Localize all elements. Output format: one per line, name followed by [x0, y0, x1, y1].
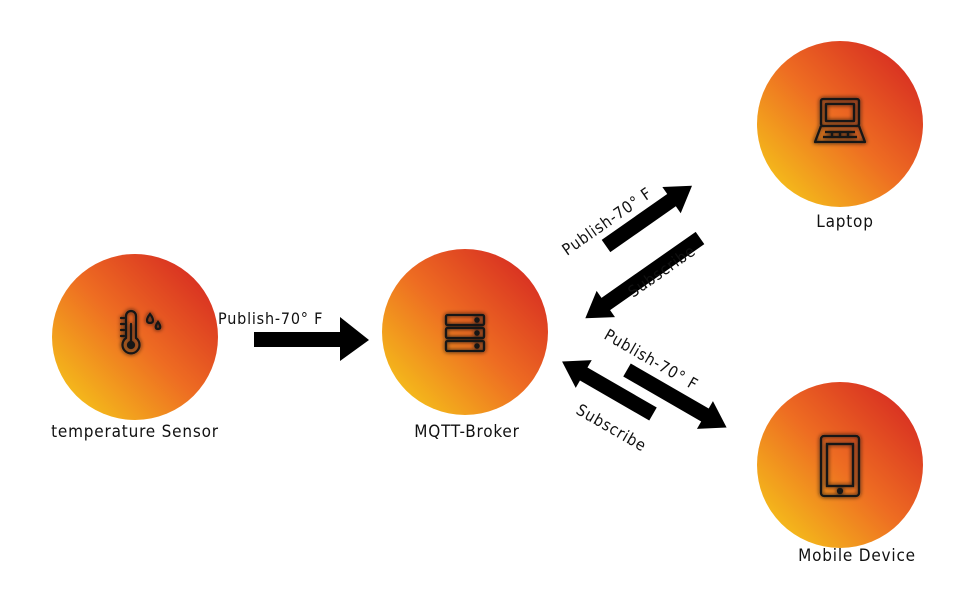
edge-laptop-to-broker: Subscribe	[585, 231, 705, 319]
laptop-node: Laptop	[757, 41, 923, 232]
broker-circle	[382, 249, 548, 415]
edge-label-sensor-to-broker: Publish-70° F	[218, 309, 323, 328]
server-icon	[444, 313, 486, 353]
edge-sensor-to-broker: Publish-70° F	[218, 309, 369, 361]
arrow-laptop-to-broker	[585, 231, 705, 319]
edge-label-laptop-to-broker: Subscribe	[624, 241, 699, 301]
mobile-circle	[757, 382, 923, 548]
thermometer-icon	[119, 309, 162, 355]
laptop-icon	[813, 97, 867, 144]
mobile-label: Mobile Device	[798, 546, 916, 566]
broker-label: MQTT-Broker	[414, 422, 519, 442]
laptop-label: Laptop	[816, 212, 873, 232]
laptop-circle	[757, 41, 923, 207]
sensor-label: temperature Sensor	[51, 422, 219, 442]
arrow-sensor-to-broker	[254, 317, 369, 361]
sensor-node: temperature Sensor	[51, 254, 219, 442]
arrow-broker-to-laptop	[601, 185, 693, 253]
tablet-icon	[819, 434, 861, 498]
arrow-broker-to-mobile	[623, 363, 727, 429]
arrow-mobile-to-broker	[562, 360, 657, 421]
mobile-node: Mobile Device	[757, 382, 923, 566]
broker-node: MQTT-Broker	[382, 249, 548, 442]
